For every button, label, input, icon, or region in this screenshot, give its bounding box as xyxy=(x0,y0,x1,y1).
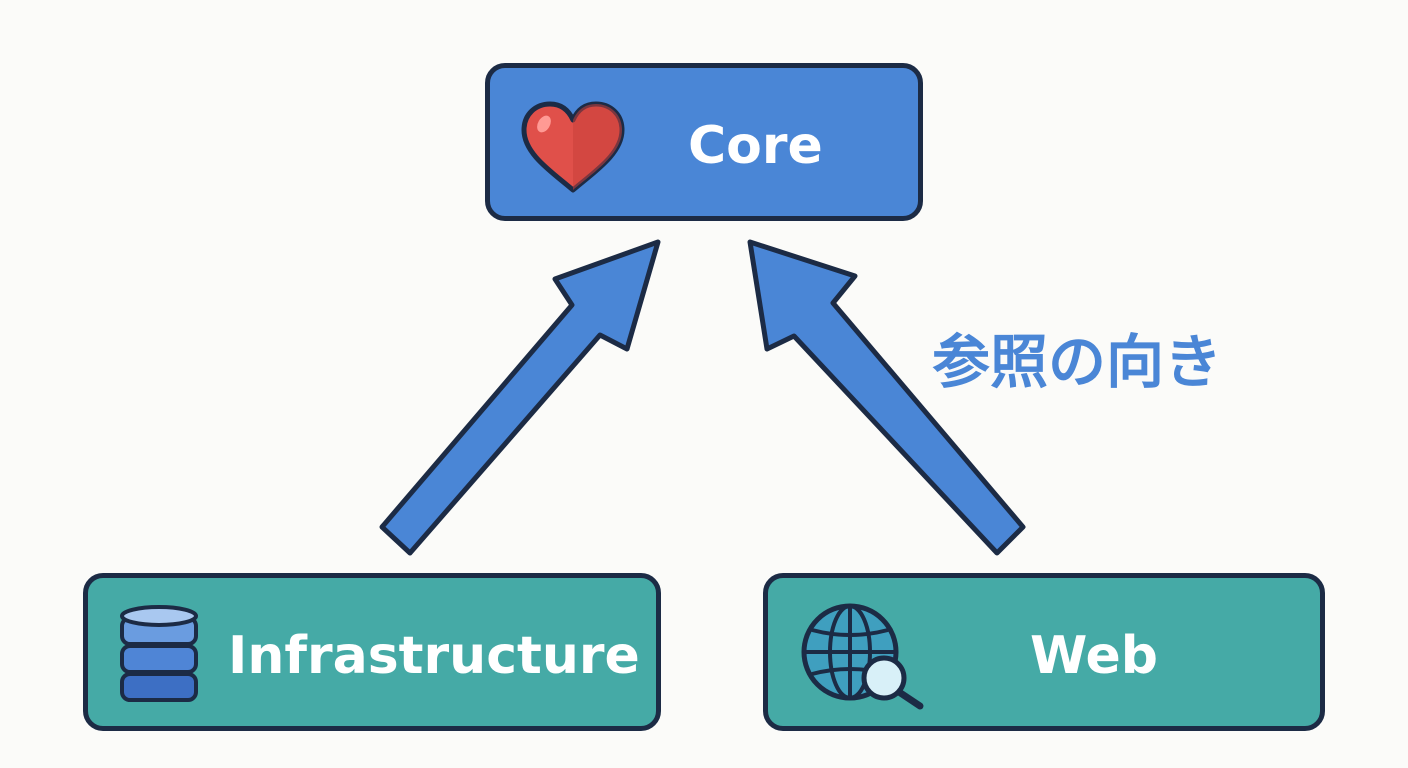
web-label: Web xyxy=(1030,626,1158,686)
infrastructure-node: Infrastructure xyxy=(83,573,661,731)
globe-search-icon xyxy=(798,600,930,716)
infrastructure-label: Infrastructure xyxy=(228,626,640,686)
arrow-infrastructure-to-core xyxy=(379,239,661,556)
direction-caption: 参照の向き xyxy=(932,328,1223,396)
heart-icon xyxy=(518,100,628,200)
web-node: Web xyxy=(763,573,1325,731)
arrow-web-to-core xyxy=(747,239,1026,556)
core-node: Core xyxy=(485,63,923,221)
core-label: Core xyxy=(688,116,823,176)
database-icon xyxy=(118,604,200,710)
